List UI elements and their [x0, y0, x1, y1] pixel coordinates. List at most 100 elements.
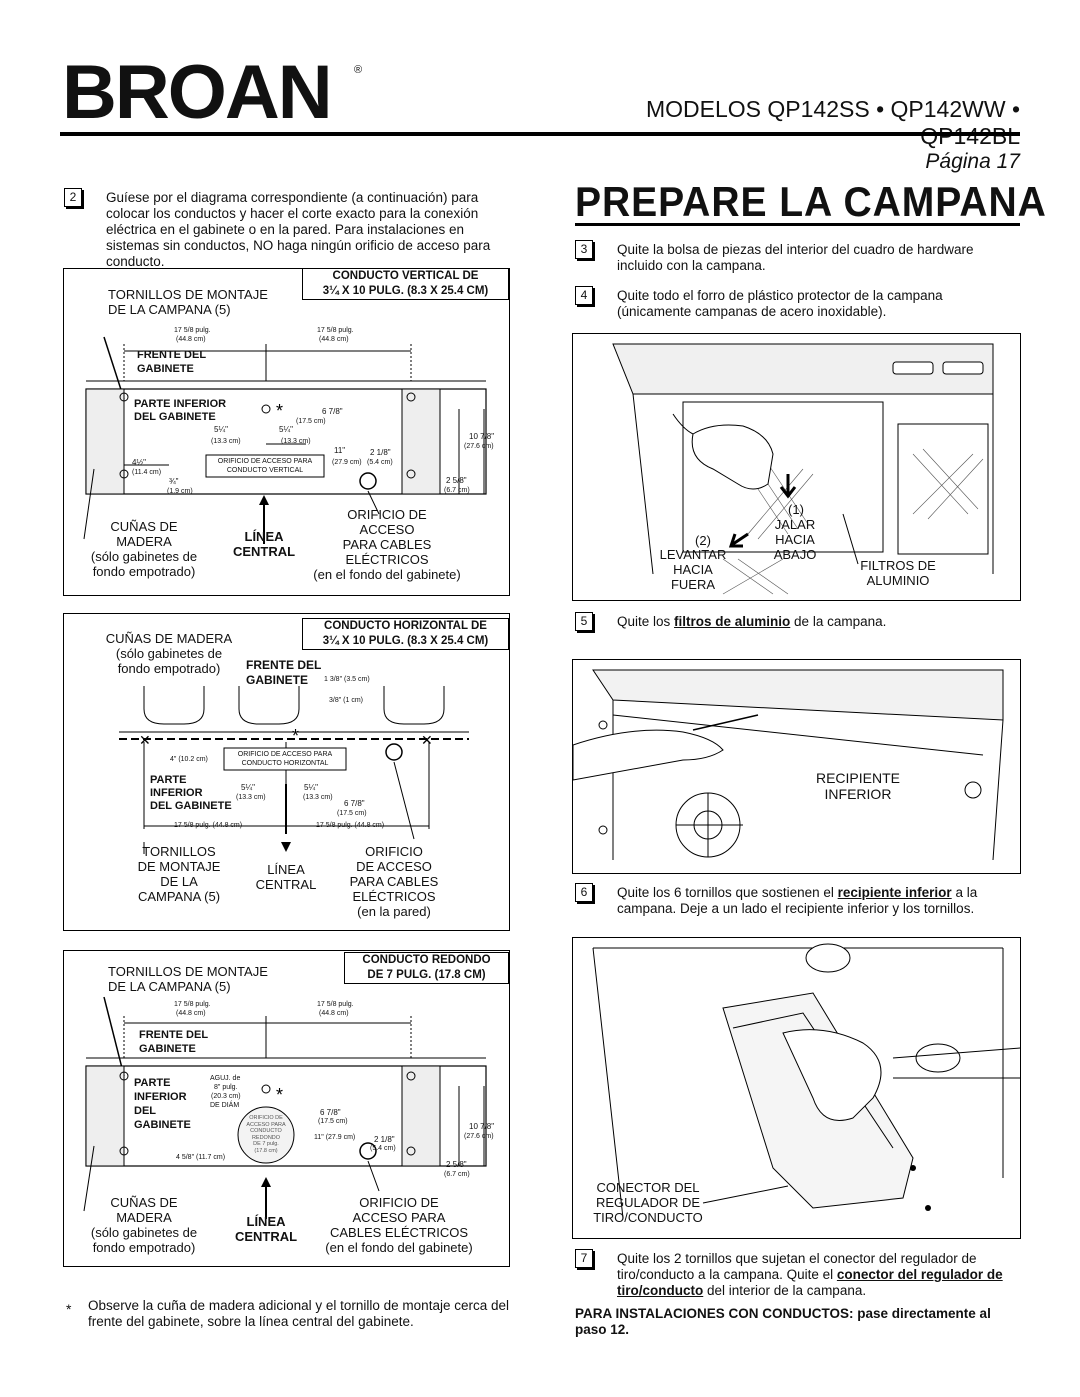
diagram-2-header-line2: 3¼ X 10 PULG. (8.3 X 25.4 CM) — [322, 635, 489, 647]
step-3-text: Quite la bolsa de piezas del interior de… — [617, 242, 974, 273]
d3-round-label: ORIFICIO DE ACCESO PARA CONDUCTO REDONDO… — [246, 1115, 286, 1154]
d1-frente: FRENTE DEL — [137, 349, 207, 361]
d3-175: (17.5 cm) — [318, 1118, 348, 1125]
diagram-1-header-line2: 3¼ X 10 PULG. (8.3 X 25.4 CM) — [322, 285, 489, 297]
d3-parte: PARTE INFERIOR DEL GABINETE — [134, 1076, 191, 1132]
d3-cunas-label: CUÑAS DE MADERA (sólo gabinetes de fondo… — [90, 1195, 198, 1255]
damper-connector-link[interactable]: conector del regulador de tiro/conducto — [617, 1267, 1003, 1298]
d3-258: 2 5/8" — [446, 1160, 467, 1169]
models-heading: MODELOS QP142SS • QP142WW • QP142BL — [646, 96, 1020, 149]
d1-dim-right-pulg: 17 5/8 pulg. — [317, 327, 354, 334]
d2-175: (17.5 cm) — [337, 810, 367, 817]
d3-linea-central: LÍNEA CENTRAL — [234, 1214, 298, 1244]
d2-133a: (13.3 cm) — [236, 794, 266, 801]
d3-678: 6 7/8" — [320, 1108, 341, 1117]
footnote-star: * — [66, 1301, 72, 1317]
d1-218: 2 1/8" — [370, 448, 391, 457]
filter-removal-illustration — [612, 343, 994, 595]
d2-parte: PARTE INFERIOR DEL GABINETE — [150, 774, 232, 812]
figure-filter-removal: (1) JALAR HACIA ABAJO (2) LEVANTAR HACIA… — [572, 333, 1021, 601]
step-5-pre: Quite los — [617, 614, 675, 629]
d2-orif-2: CONDUCTO HORIZONTAL — [241, 760, 329, 767]
d2-133b: (13.3 cm) — [303, 794, 333, 801]
fig1-jalar: JALAR HACIA ABAJO — [773, 517, 817, 562]
svg-text:*: * — [276, 1085, 283, 1105]
d3-dim-right-cm: (44.8 cm) — [319, 1010, 349, 1017]
d1-19: (1.9 cm) — [167, 488, 193, 495]
d3-dim-right-pulg: 17 5/8 pulg. — [317, 1001, 354, 1008]
aluminum-filters-link[interactable]: filtros de aluminio — [674, 614, 791, 629]
d3-458: 4 5/8" (11.7 cm) — [176, 1154, 226, 1161]
d3-aguj1: AGUJ. de — [210, 1075, 241, 1082]
step-4-number: 4 — [575, 286, 593, 305]
fig3-conector: CONECTOR DEL REGULADOR DE TIRO/CONDUCTO — [593, 1180, 703, 1225]
d1-dim-left-pulg: 17 5/8 pulg. — [174, 327, 211, 334]
d2-tornillos-label: TORNILLOS DE MONTAJE DE LA CAMPANA (5) — [137, 844, 221, 904]
d2-138: 1 3/8" (3.5 cm) — [324, 676, 370, 683]
d3-aguj2: 8" pulg. — [214, 1084, 238, 1091]
d2-cunas-label: CUÑAS DE MADERA (sólo gabinetes de fondo… — [105, 631, 233, 676]
bottom-pan-link[interactable]: recipiente inferior — [837, 885, 952, 900]
svg-text:*: * — [276, 401, 283, 421]
diagram-2-header-line1: CONDUCTO HORIZONTAL DE — [324, 620, 487, 632]
fig1-levantar: LEVANTAR HACIA FUERA — [659, 547, 727, 592]
d1-orif-2: CONDUCTO VERTICAL — [226, 467, 304, 474]
d1-678cm: (17.5 cm) — [296, 418, 326, 425]
diagram-2-header: CONDUCTO HORIZONTAL DE 3¼ X 10 PULG. (8.… — [302, 618, 509, 650]
d3-aguj4: DE DIÁM — [210, 1102, 240, 1109]
step-7-pre: Quite los 2 tornillos que sujetan el con… — [617, 1251, 977, 1282]
d1-258: 2 5/8" — [446, 476, 467, 485]
figure-bottom-pan: RECIPIENTE INFERIOR — [572, 659, 1021, 874]
diagram-vertical-duct: CONDUCTO VERTICAL DE 3¼ X 10 PULG. (8.3 … — [63, 268, 510, 596]
d1-dim-right-cm: (44.8 cm) — [319, 336, 349, 343]
d3-276: (27.6 cm) — [464, 1133, 494, 1140]
fig2-recipiente: RECIPIENTE INFERIOR — [815, 770, 900, 802]
diagram-horizontal-duct: CONDUCTO HORIZONTAL DE 3¼ X 10 PULG. (8.… — [63, 613, 510, 931]
d1-del-gabinete: DEL GABINETE — [134, 411, 216, 423]
diagram-3-header: CONDUCTO REDONDO DE 7 PULG. (17.8 CM) — [344, 952, 509, 984]
page-number: Página 17 — [925, 150, 1020, 173]
d3-54: (5.4 cm) — [370, 1145, 396, 1152]
step-6-pre: Quite los 6 tornillos que sostienen el — [617, 885, 838, 900]
d3-67: (6.7 cm) — [444, 1171, 470, 1178]
diagram-3-header-line2: DE 7 PULG. (17.8 CM) — [367, 969, 486, 981]
d1-orif-1: ORIFICIO DE ACCESO PARA — [217, 458, 313, 465]
step-2-number: 2 — [64, 188, 82, 207]
d2-514b: 5¼" — [304, 783, 318, 792]
step-5-text: Quite los filtros de aluminio de la camp… — [617, 614, 1017, 630]
d3-218: 2 1/8" — [374, 1135, 395, 1144]
d1-114: (11.4 cm) — [132, 469, 162, 476]
step-4-text: Quite todo el forro de plástico protecto… — [617, 288, 943, 319]
d1-orificio-label: ORIFICIO DE ACCESO PARA CABLES ELÉCTRICO… — [313, 507, 461, 582]
step-3-number: 3 — [575, 240, 593, 259]
d1-cunas-label: CUÑAS DE MADERA (sólo gabinetes de fondo… — [90, 519, 198, 579]
broan-logo: BROAN ® — [62, 55, 363, 131]
d2-678: 6 7/8" — [344, 799, 365, 808]
d1-514a: 5¼" — [214, 425, 228, 434]
d1-67: (6.7 cm) — [444, 487, 470, 494]
d3-1078: 10 7/8" — [469, 1122, 495, 1131]
footnote-text: Observe la cuña de madera adicional y el… — [88, 1298, 509, 1329]
fig1-step-2: (2) — [695, 533, 711, 548]
damper-connector-illustration — [592, 943, 1020, 1219]
d1-54: (5.4 cm) — [367, 459, 393, 466]
registered-mark: ® — [354, 64, 363, 76]
d2-1758b: 17 5/8 pulg. (44.8 cm) — [316, 822, 385, 829]
d1-dim-left-cm: (44.8 cm) — [176, 336, 206, 343]
diagram-1-screws-label: TORNILLOS DE MONTAJE DE LA CAMPANA (5) — [108, 287, 268, 317]
d2-4: 4" (10.2 cm) — [170, 756, 208, 763]
d2-linea-central: LÍNEA CENTRAL — [255, 862, 317, 892]
d3-orificio-label: ORIFICIO DE ACCESO PARA CABLES ELÉCTRICO… — [325, 1195, 473, 1255]
d1-279: (27.9 cm) — [332, 459, 362, 466]
d1-133a: (13.3 cm) — [211, 438, 241, 445]
header-rule — [60, 132, 1020, 136]
step-7-post: del interior de la campana. — [703, 1283, 867, 1298]
d2-514a: 5¼" — [241, 783, 255, 792]
d3-dim-left-pulg: 17 5/8 pulg. — [174, 1001, 211, 1008]
step-7-number: 7 — [575, 1249, 593, 1268]
d1-133b: (13.3 cm) — [281, 438, 311, 445]
step-6-number: 6 — [575, 883, 593, 902]
d1-514b: 5¼" — [279, 425, 293, 434]
d1-412: 4½" — [132, 458, 146, 467]
d1-678: 6 7/8" — [322, 407, 343, 416]
